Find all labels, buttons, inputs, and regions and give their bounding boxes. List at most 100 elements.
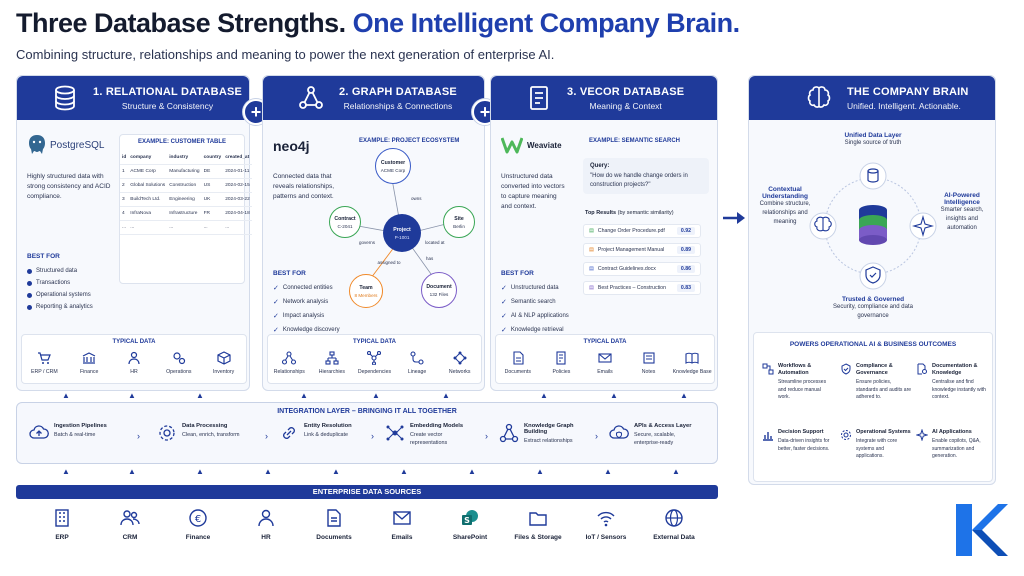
- list-item: Structured data: [27, 268, 93, 274]
- bar-chart-icon: [763, 432, 773, 441]
- policy-icon: [556, 351, 566, 365]
- relational-typical-data: TYPICAL DATA ERP / CRM Finance HR Operat…: [21, 334, 247, 384]
- relational-subtitle: Structure & Consistency: [121, 100, 214, 111]
- table-cell: ACME Corp: [128, 164, 168, 179]
- arrow-up-icon: ▲: [400, 467, 408, 476]
- results-title: Top Results (by semantic similarity): [585, 210, 674, 216]
- shield-icon: [865, 266, 881, 284]
- table-header-cell: created_at: [223, 151, 252, 165]
- semantic-query: Query: "How do we handle change orders i…: [583, 158, 709, 195]
- source-hr: HR: [231, 508, 301, 541]
- table-cell: ...: [167, 220, 202, 235]
- table-header-cell: company: [128, 151, 168, 165]
- document-lines-icon: [530, 86, 548, 110]
- graph-best-for-label: BEST FOR: [273, 270, 306, 277]
- page-title: Three Database Strengths. One Intelligen…: [16, 8, 740, 38]
- brain-subtitle: Unified. Intelligent. Actionable.: [847, 100, 961, 111]
- table-cell: Global Solutions: [128, 178, 168, 193]
- vector-description: Unstructured data converted into vectors…: [501, 173, 565, 211]
- arrow-up-icon: ▲: [610, 391, 618, 400]
- table-header-cell: industry: [167, 151, 202, 165]
- graph-title: 2. GRAPH DATABASE: [339, 85, 457, 98]
- table-cell: ...: [223, 220, 252, 235]
- source-documents: Documents: [299, 508, 369, 541]
- table-cell: 1: [120, 164, 129, 179]
- cart-icon: [38, 352, 52, 364]
- weaviate-logo: Weaviate: [501, 136, 562, 154]
- list-item: ✓Semantic search: [501, 299, 556, 306]
- svg-text:€: €: [195, 514, 201, 525]
- table-cell: 2: [120, 178, 129, 193]
- list-item: ✓Network analysis: [273, 299, 329, 306]
- contextual-understanding: Contextual Understanding Combine structu…: [759, 186, 811, 225]
- edge-label-has: has: [426, 256, 434, 261]
- typical-item-knowledge-base: Knowledge Base: [670, 351, 714, 375]
- arrow-to-brain: [723, 212, 745, 224]
- typical-item-finance: Finance: [67, 351, 111, 375]
- page-subtitle: Combining structure, relationships and m…: [16, 47, 555, 62]
- list-item: ✓Knowledge retrieval: [501, 327, 564, 334]
- relational-description: Highly structured data with strong consi…: [27, 173, 111, 201]
- typical-item-emails: Emails: [583, 351, 627, 375]
- vector-best-for-list: ✓Unstructured data ✓Semantic search ✓AI …: [501, 284, 569, 340]
- relational-header: 1. RELATIONAL DATABASE Structure & Consi…: [17, 76, 249, 120]
- typical-item-hr: HR: [112, 351, 156, 375]
- chevron-right-icon: ›: [371, 431, 374, 441]
- company-brain-panel: THE COMPANY BRAIN Unified. Intelligent. …: [748, 75, 996, 485]
- gear-icon: [841, 430, 851, 440]
- vector-example-title: EXAMPLE: SEMANTIC SEARCH: [589, 138, 681, 144]
- chevron-right-icon: ›: [595, 431, 598, 441]
- file-icon: ▤: [589, 247, 594, 253]
- relational-best-for-list: Structured data Transactions Operational…: [27, 268, 93, 316]
- brain-icon: [807, 86, 831, 108]
- edge-label-assigned: assigned to: [377, 260, 401, 265]
- table-cell: 2024-04-18: [223, 206, 252, 221]
- trusted-governed: Trusted & Governed Security, compliance …: [833, 296, 913, 319]
- users-icon: [120, 510, 140, 526]
- edge-located: [417, 223, 447, 232]
- table-cell: ...: [128, 220, 168, 235]
- arrow-up-icon: ▲: [468, 467, 476, 476]
- table-header-cell: country: [201, 151, 224, 165]
- arrow-up-icon: ▲: [442, 391, 450, 400]
- dependency-icon: [367, 351, 382, 365]
- wifi-icon: [597, 511, 615, 527]
- vector-typical-data: TYPICAL DATA Documents Policies Emails N…: [495, 334, 715, 384]
- globe-icon: [665, 509, 683, 527]
- arrow-up-icon: ▲: [680, 391, 688, 400]
- lineage-icon: [410, 351, 424, 365]
- typical-item-relationships: Relationships: [268, 351, 311, 375]
- typical-item-notes: Notes: [627, 351, 671, 375]
- source-external: External Data: [639, 508, 709, 541]
- document-icon: [327, 509, 341, 527]
- book-icon: [685, 352, 699, 364]
- typical-item-operations: Operations: [157, 351, 201, 375]
- edge-assigned: [370, 245, 396, 279]
- box-icon: [216, 351, 231, 365]
- arrow-up-icon: ▲: [62, 467, 70, 476]
- table-cell: US: [201, 178, 224, 193]
- typical-item-policies: Policies: [540, 351, 584, 375]
- mesh-icon: [453, 351, 467, 365]
- table-cell: Infrastructure: [167, 206, 202, 221]
- hierarchy-icon: [325, 351, 339, 365]
- envelope-icon: [598, 353, 612, 363]
- source-crm: CRM: [95, 508, 165, 541]
